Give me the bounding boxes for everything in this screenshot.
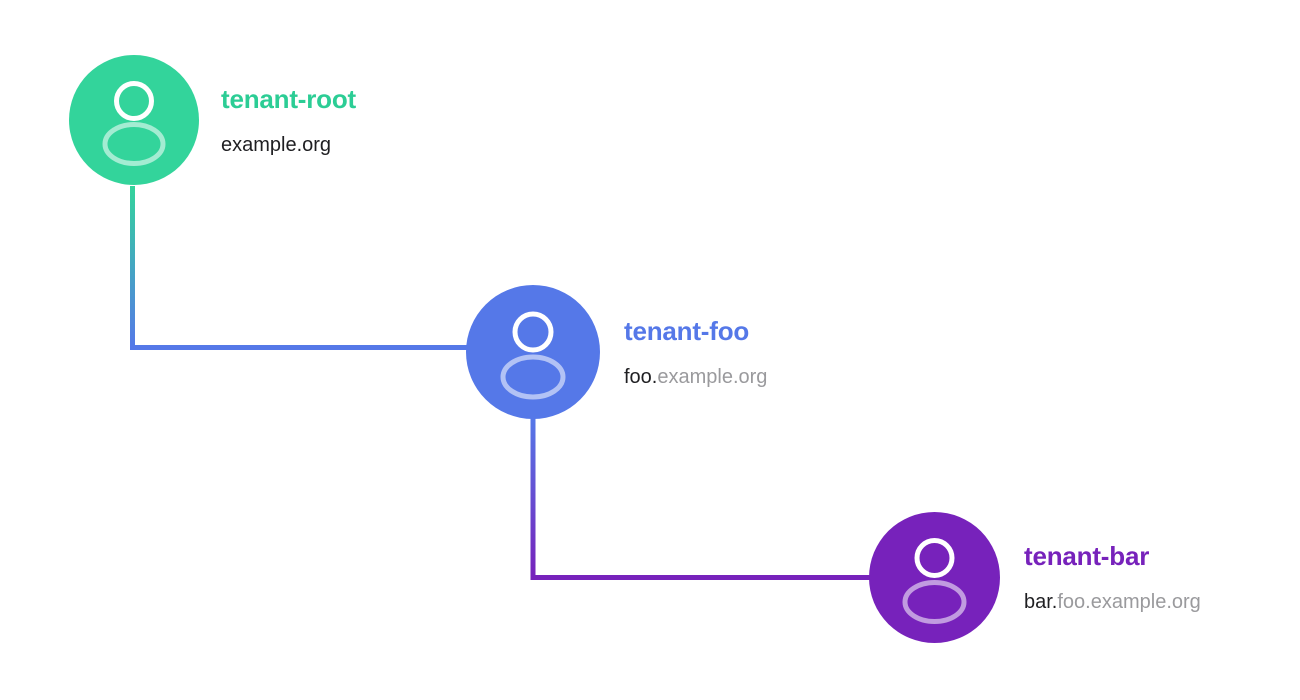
tenant-labels-bar: tenant-bar bar.foo.example.org <box>1024 543 1201 612</box>
person-icon <box>102 81 166 166</box>
tenant-domain-foo: foo.example.org <box>624 367 767 387</box>
tenant-title-bar: tenant-bar <box>1024 541 1150 571</box>
tenant-avatar-foo[interactable] <box>466 285 600 419</box>
tenant-node-bar[interactable]: tenant-bar bar.foo.example.org <box>869 512 1201 643</box>
tenant-avatar-root[interactable] <box>69 55 199 185</box>
tenant-title-root: tenant-root <box>221 83 356 114</box>
edge-foo-to-bar <box>530 418 874 580</box>
tenant-node-root[interactable]: tenant-root example.org <box>69 55 356 185</box>
tenant-node-foo[interactable]: tenant-foo foo.example.org <box>466 285 767 419</box>
tenant-labels-root: tenant-root example.org <box>221 86 356 155</box>
tenant-avatar-bar[interactable] <box>869 512 1000 643</box>
tenant-domain-inherited-bar: foo.example.org <box>1057 591 1201 613</box>
tenant-labels-foo: tenant-foo foo.example.org <box>624 318 767 387</box>
edge-root-to-foo <box>130 186 472 350</box>
tenant-domain-own-foo: foo. <box>624 365 658 388</box>
tenant-title-foo: tenant-foo <box>624 315 750 346</box>
tenant-domain-own-root: example.org <box>221 133 332 156</box>
tenant-domain-root: example.org <box>221 135 356 155</box>
tenant-domain-own-bar: bar. <box>1024 591 1058 613</box>
person-icon <box>902 538 967 624</box>
person-icon <box>500 311 566 400</box>
tenant-domain-inherited-foo: example.org <box>657 365 768 388</box>
tenant-domain-bar: bar.foo.example.org <box>1024 592 1201 612</box>
